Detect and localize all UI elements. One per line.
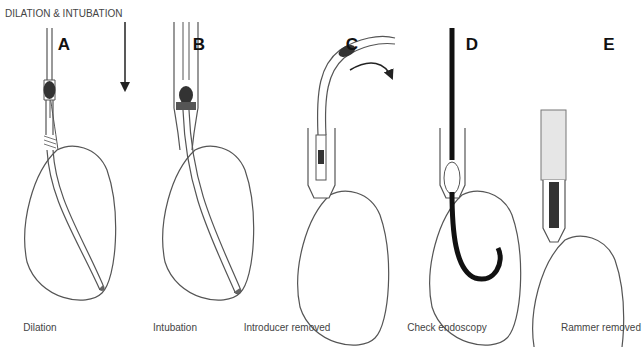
step-caption: Rammer removed (561, 322, 641, 333)
panel-letter: C (346, 36, 358, 55)
step-caption: Check endoscopy (407, 322, 487, 333)
panel-intubation (125, 22, 254, 300)
step-caption: Dilation (23, 322, 56, 333)
panel-letter: B (193, 36, 205, 55)
step-caption: Intubation (153, 322, 197, 333)
panel-introducer-removed (298, 37, 395, 346)
panel-check-endoscopy (430, 28, 521, 345)
step-caption: Introducer removed (244, 322, 331, 333)
panel-letter: A (58, 36, 70, 55)
panel-letter: D (466, 36, 478, 55)
panel-letter: E (603, 36, 614, 55)
panel-dilation (25, 28, 116, 300)
figure-title: DILATION & INTUBATION (5, 8, 122, 19)
panel-rammer-removed (533, 110, 624, 347)
